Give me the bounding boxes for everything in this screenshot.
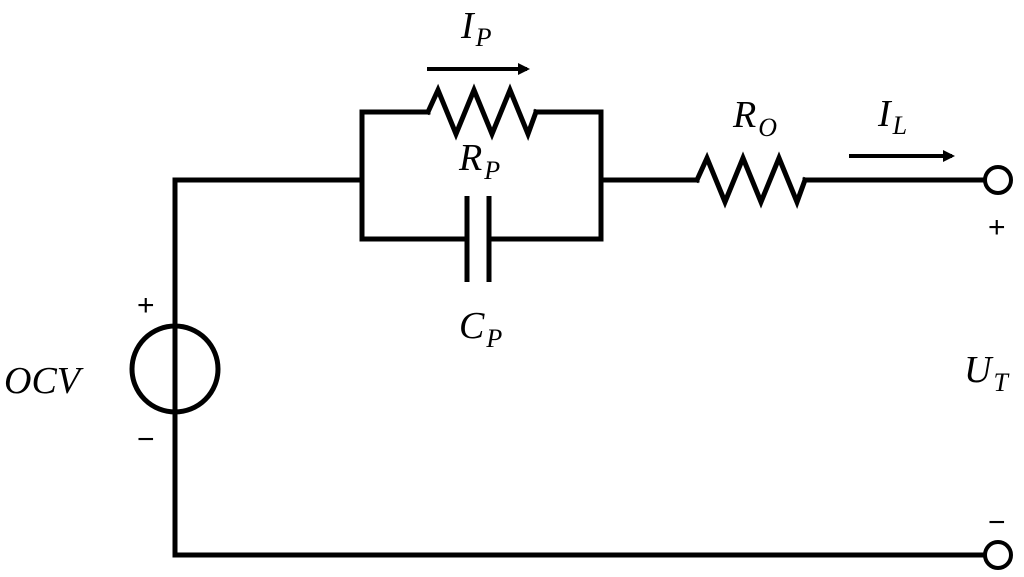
ut-label: UT: [964, 349, 1009, 397]
ocv-label: OCV: [4, 360, 84, 402]
ro-label: RO: [732, 94, 777, 142]
rp-label: RP: [458, 137, 500, 185]
il-label: IL: [877, 93, 907, 140]
capacitor-cp: [464, 196, 492, 282]
source-minus-sign: −: [137, 423, 155, 456]
positive-terminal: [983, 165, 1013, 195]
terminal-plus-sign: +: [988, 211, 1006, 244]
resistor-rp: [424, 83, 540, 141]
cp-label: CP: [459, 305, 502, 353]
resistor-ro: [693, 151, 809, 209]
negative-terminal: [983, 540, 1013, 570]
terminal-minus-sign: −: [988, 506, 1006, 539]
ip-label: IP: [460, 5, 492, 52]
rc-branch-frame: [359, 109, 604, 242]
source-plus-sign: +: [137, 289, 155, 322]
ocv-voltage-source: [129, 323, 221, 415]
